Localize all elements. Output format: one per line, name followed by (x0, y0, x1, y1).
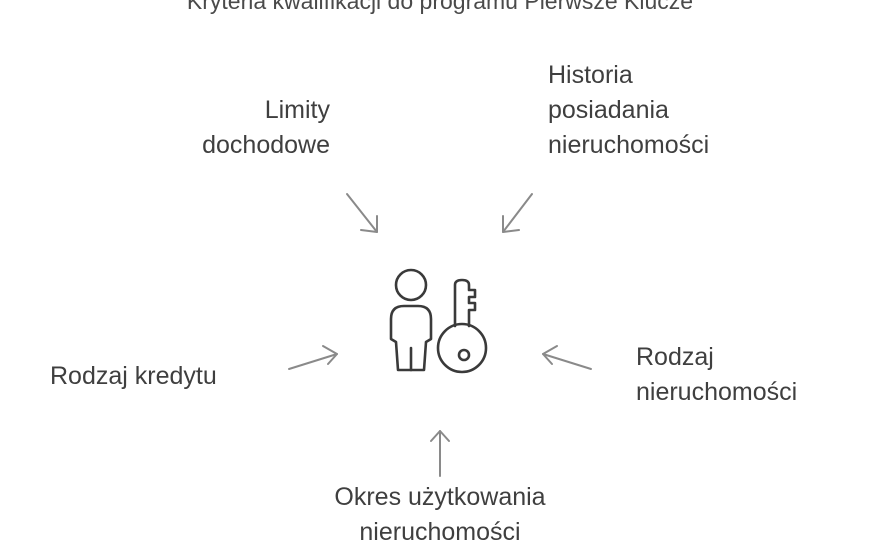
arrow-historia (502, 193, 533, 233)
criterion-line: dochodowe (202, 131, 330, 159)
criterion-line: nieruchomości (548, 131, 710, 159)
arrow-nieruchomosci (542, 345, 592, 370)
criterion-line: nieruchomości (636, 378, 798, 406)
criterion-line: Okres użytkowania (334, 483, 546, 511)
criterion-loan-type: Rodzaj kredytu (50, 359, 217, 394)
criterion-line: posiadania (548, 96, 669, 124)
criterion-income-limits: Limity dochodowe (170, 93, 330, 163)
criterion-line: Rodzaj (636, 343, 714, 371)
criterion-property-type: Rodzaj nieruchomości (636, 340, 797, 410)
criterion-line: Historia (548, 61, 633, 89)
criterion-line: Rodzaj kredytu (50, 362, 217, 390)
criterion-ownership-history: Historia posiadania nieruchomości (548, 58, 709, 163)
diagram-title: Kryteria kwalifikacji do programu Pierws… (186, 0, 694, 14)
criterion-line: Limity (264, 96, 330, 124)
criterion-usage-period: Okres użytkowania nieruchomości (290, 480, 590, 550)
key-icon (436, 278, 488, 374)
arrow-kredyt (288, 345, 338, 370)
person-with-key-icon (389, 268, 488, 374)
criterion-line: nieruchomości (359, 518, 521, 546)
person-icon (389, 268, 433, 372)
arrow-okres (430, 430, 450, 477)
arrow-limity (346, 193, 378, 233)
